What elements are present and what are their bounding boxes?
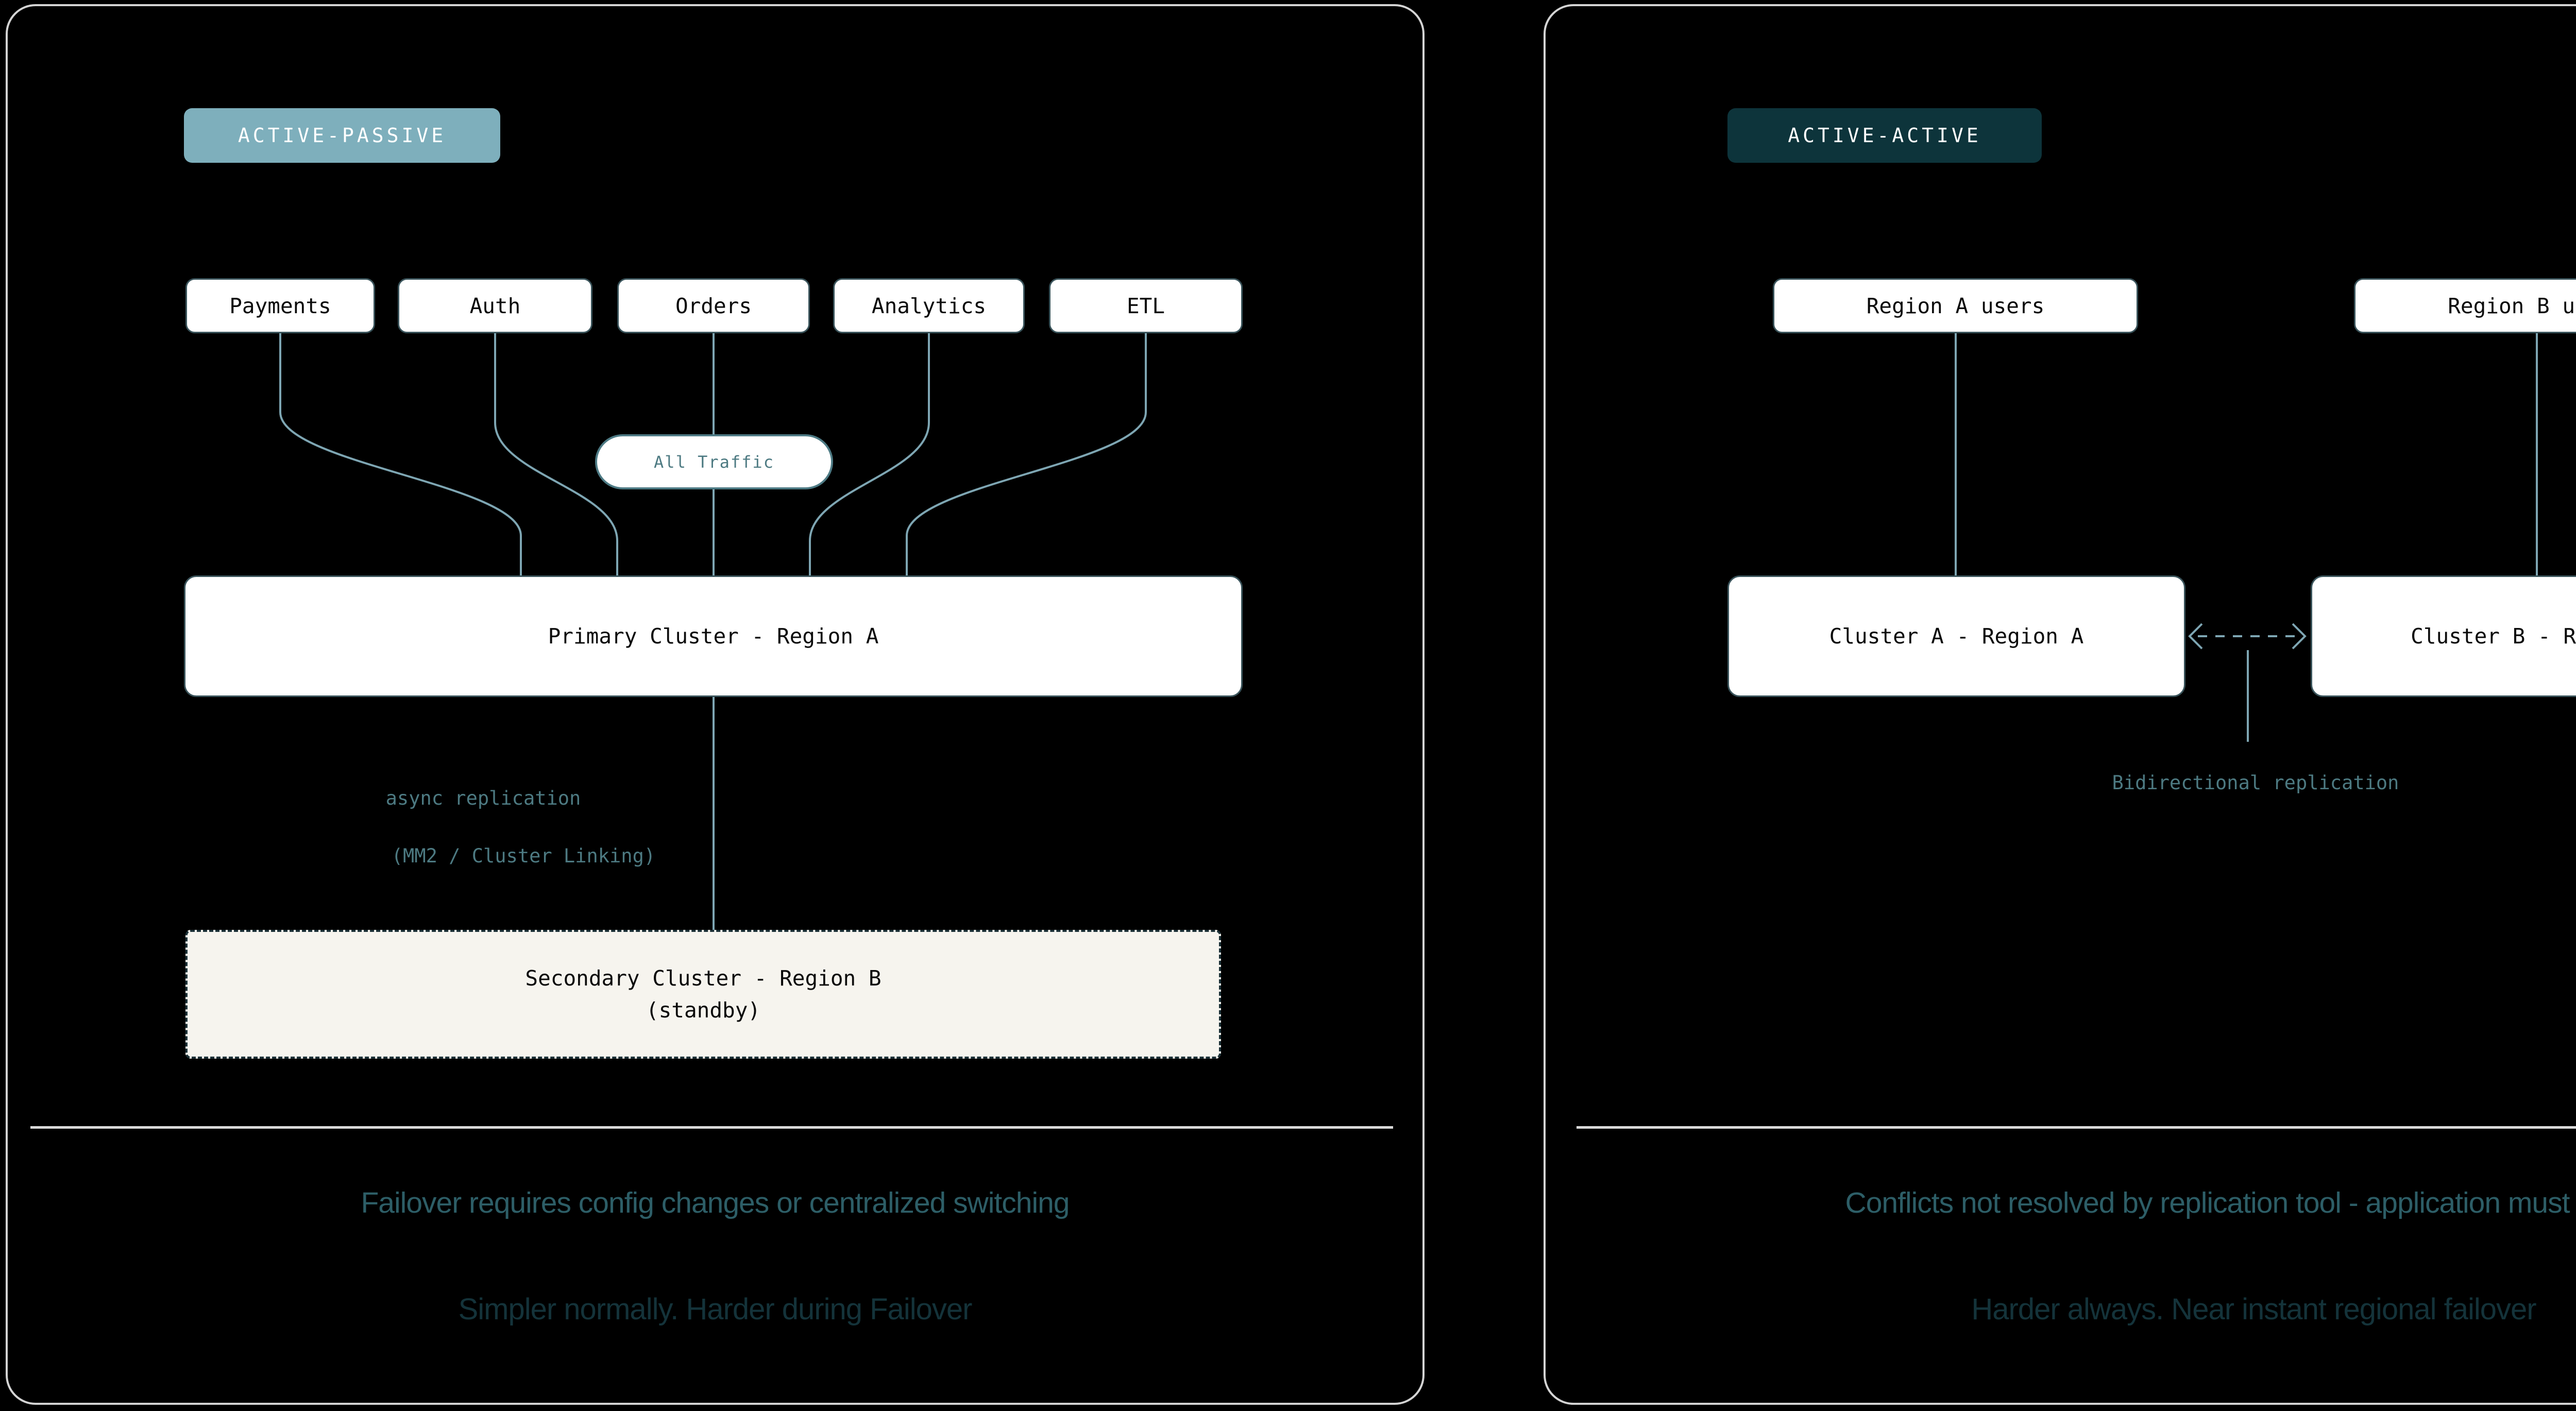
secondary-cluster-line2: (standby) bbox=[646, 998, 761, 1023]
active-active-verdict: Harder always. Near instant regional fai… bbox=[1971, 1293, 2536, 1326]
all-traffic-pill: All Traffic bbox=[595, 434, 833, 489]
active-passive-note: Failover requires config changes or cent… bbox=[361, 1186, 1070, 1219]
active-active-panel bbox=[1544, 4, 2576, 1405]
bidirectional-arrow-right-head bbox=[2292, 623, 2307, 650]
cluster-b-box: Cluster B - Region B bbox=[2311, 575, 2576, 697]
left-panel-divider bbox=[30, 1126, 1393, 1129]
connector-analytics-to-primary bbox=[809, 333, 930, 575]
cluster-a-box: Cluster A - Region A bbox=[1727, 575, 2185, 697]
producer-box-payments: Payments bbox=[185, 278, 375, 333]
active-active-badge: ACTIVE-ACTIVE bbox=[1727, 108, 2042, 163]
primary-cluster-box: Primary Cluster - Region A bbox=[184, 575, 1243, 697]
bidirectional-arrow-left-head bbox=[2188, 623, 2203, 650]
producer-box-analytics: Analytics bbox=[833, 278, 1025, 333]
region-a-users-box: Region A users bbox=[1773, 278, 2138, 333]
async-replication-line2: (MM2 / Cluster Linking) bbox=[391, 845, 656, 867]
active-active-note: Conflicts not resolved by replication to… bbox=[1845, 1186, 2576, 1219]
active-passive-verdict: Simpler normally. Harder during Failover bbox=[458, 1293, 973, 1326]
secondary-cluster-box: Secondary Cluster - Region B (standby) bbox=[185, 930, 1221, 1059]
async-replication-line1: async replication bbox=[385, 787, 581, 809]
connector-auth-to-primary bbox=[494, 333, 618, 575]
right-panel-divider bbox=[1577, 1126, 2576, 1129]
async-replication-label: async replication (MM2 / Cluster Linking… bbox=[226, 784, 741, 871]
connector-payments-to-primary bbox=[279, 333, 522, 575]
bidirectional-replication-label: Bidirectional replication bbox=[2112, 772, 2399, 794]
connector-etl-to-primary bbox=[906, 333, 1147, 575]
secondary-cluster-line1: Secondary Cluster - Region B bbox=[525, 966, 882, 991]
producer-box-auth: Auth bbox=[398, 278, 592, 333]
active-passive-panel bbox=[6, 4, 1425, 1405]
region-b-users-box: Region B users bbox=[2354, 278, 2576, 333]
active-passive-badge: ACTIVE-PASSIVE bbox=[184, 108, 500, 163]
producer-box-orders: Orders bbox=[617, 278, 810, 333]
producer-box-etl: ETL bbox=[1049, 278, 1243, 333]
